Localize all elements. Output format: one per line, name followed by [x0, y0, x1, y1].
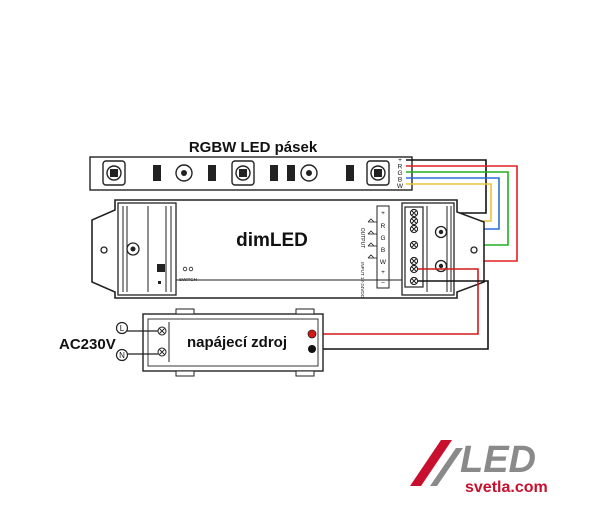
mount-hole-left	[100, 246, 108, 254]
led-chip-3	[366, 160, 390, 186]
resistor-3	[270, 165, 278, 181]
power-supply: napájecí zdroj	[142, 308, 324, 377]
resistor-chip-2	[300, 164, 318, 182]
logo-brand: LED	[460, 439, 536, 481]
led-chip-2	[231, 160, 255, 186]
strip-pin-b: B	[398, 177, 402, 184]
switch-led	[182, 266, 194, 272]
neutral-marker	[115, 348, 129, 362]
terminal-block	[404, 206, 424, 288]
strip-pin-plus: +	[398, 157, 402, 164]
strip-title: RGBW LED pásek	[189, 139, 318, 156]
led-strip: + R G B W	[89, 156, 413, 191]
logo-mark	[410, 440, 463, 486]
strip-pin-g: G	[397, 170, 402, 177]
logo-site: svetla.com	[465, 479, 548, 496]
live-marker	[115, 321, 129, 335]
wire-dc-minus	[314, 280, 489, 350]
dc-wires	[314, 268, 489, 350]
out-label-g: G	[380, 235, 385, 242]
switch-button[interactable]	[157, 264, 165, 272]
in-label-plus: +	[381, 269, 385, 276]
resistor-chip-1	[175, 164, 193, 182]
brand-logo: LED svetla.com	[410, 439, 548, 496]
mount-hole-right	[470, 246, 478, 254]
out-label-b: B	[381, 247, 385, 254]
led-chip-1	[102, 160, 126, 186]
live-label: L	[120, 324, 125, 333]
strip-pin-w: W	[397, 183, 404, 190]
psu-output-plus[interactable]	[307, 329, 317, 339]
resistor-2	[208, 165, 216, 181]
resistor-1	[153, 165, 161, 181]
resistor-5	[346, 165, 354, 181]
in-label-minus: −	[381, 280, 385, 287]
out-label-plus: +	[381, 210, 385, 217]
strip-pin-r: R	[398, 164, 403, 171]
controller-name: dimLED	[236, 230, 308, 251]
ac-input: L N AC230V	[59, 321, 158, 362]
psu-name: napájecí zdroj	[187, 334, 287, 351]
psu-output-minus[interactable]	[308, 345, 316, 353]
out-label-r: R	[381, 223, 386, 230]
switch-label: SWITCH	[179, 277, 197, 282]
neutral-label: N	[119, 351, 125, 360]
strip-pin-labels: + R G B W	[397, 157, 404, 190]
controller: + R G B W + − OUTPUT INPUT 12-24VDC dimL…	[91, 199, 485, 299]
output-label: OUTPUT	[359, 228, 365, 249]
wire-dc-plus	[314, 268, 479, 335]
out-label-w: W	[380, 259, 387, 266]
resistor-4	[287, 165, 295, 181]
ac-label: AC230V	[59, 336, 116, 353]
